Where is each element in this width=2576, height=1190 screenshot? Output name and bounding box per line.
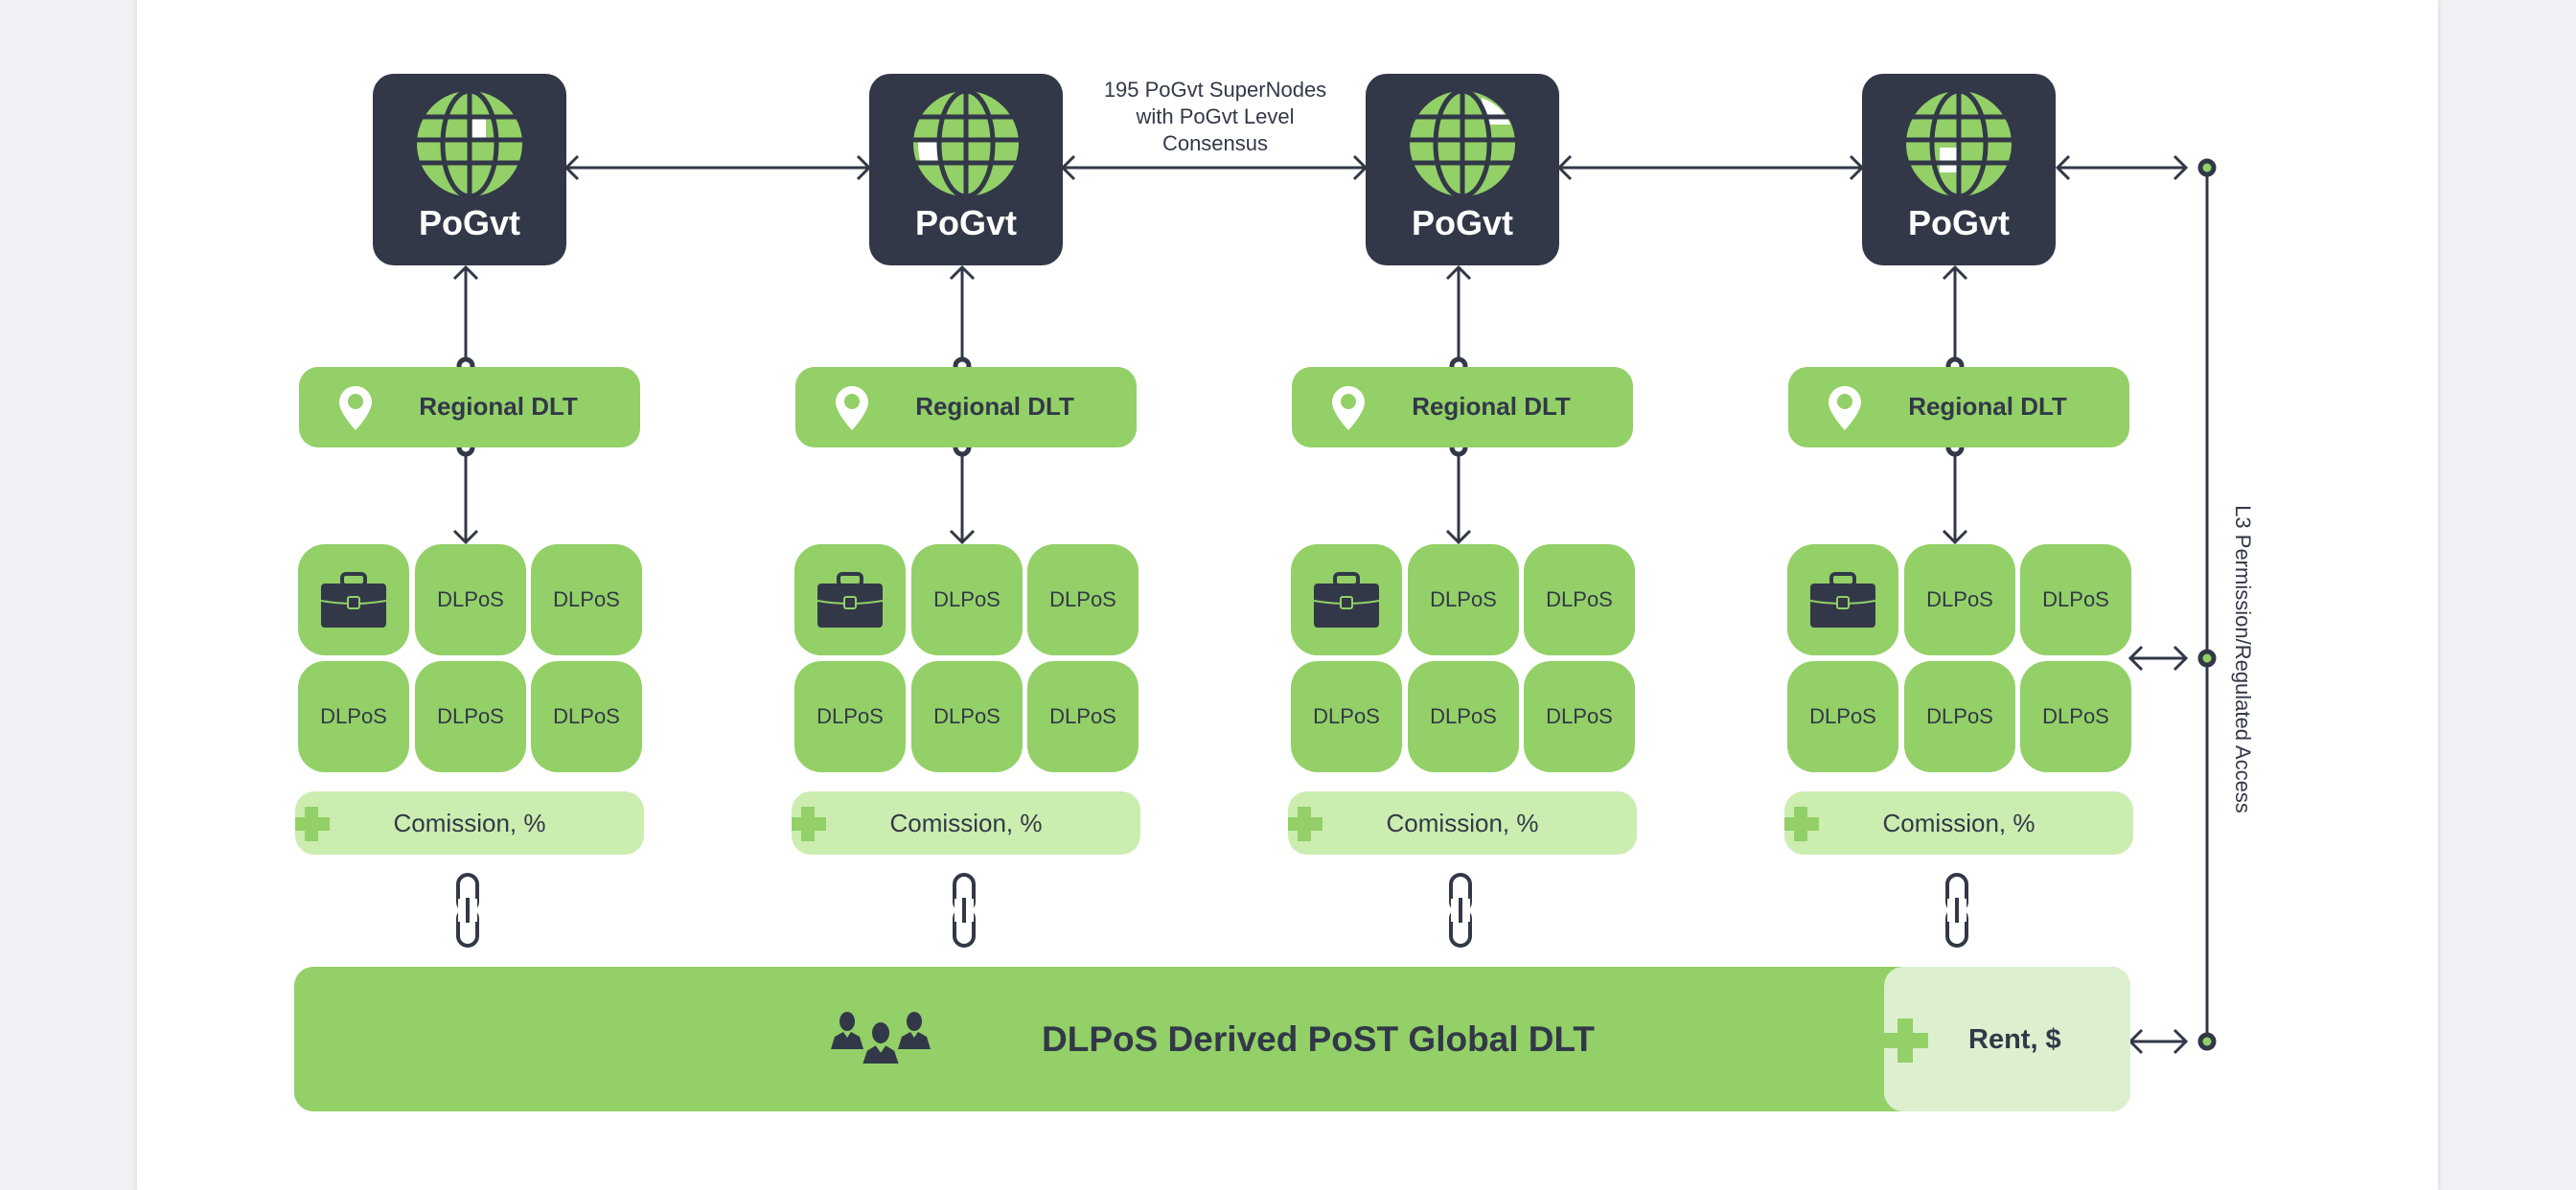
dlpos-cell: DLPoS	[911, 661, 1023, 772]
commission-label: Comission, %	[1882, 809, 2036, 837]
dlpos-cell: DLPoS	[531, 661, 642, 772]
chain-link-icon	[1944, 872, 1969, 953]
dlpos-cell: DLPoS	[415, 544, 526, 655]
map-pin-icon	[836, 386, 868, 430]
dlpos-cell: DLPoS	[531, 544, 642, 655]
arrowhead	[1445, 529, 1472, 545]
rent-label: Rent, $	[1968, 1024, 2061, 1055]
commission-label: Comission, %	[393, 809, 546, 837]
dlpos-cell: DLPoS	[1787, 661, 1898, 772]
connector-dot	[2197, 649, 2217, 668]
dlpos-cell: DLPoS	[1904, 661, 2015, 772]
node-label: PoGvt	[1411, 203, 1513, 242]
regional-dlt-label: Regional DLT	[1412, 392, 1571, 421]
pogvt-node: PoGvt	[869, 74, 1063, 265]
arrowhead	[1060, 154, 1076, 181]
dlpos-cell: DLPoS	[1027, 544, 1138, 655]
dlpos-cell: DLPoS	[2020, 661, 2131, 772]
pogvt-node: PoGvt	[1366, 74, 1559, 265]
node-label: PoGvt	[914, 203, 1017, 242]
arrowhead	[2128, 645, 2144, 672]
map-pin-icon	[339, 386, 372, 430]
chain-link-icon	[455, 872, 480, 953]
dlpos-cell: DLPoS	[794, 661, 906, 772]
arrowhead	[1942, 264, 1968, 281]
dlpos-cell: DLPoS	[1408, 544, 1519, 655]
map-pin-icon	[1828, 386, 1861, 430]
arrowhead	[1556, 154, 1573, 181]
arrowhead	[2128, 1028, 2144, 1055]
arrowhead	[949, 264, 976, 281]
arrowhead	[2173, 645, 2189, 672]
arrowhead	[452, 529, 479, 545]
consensus-note-line: 195 PoGvt SuperNodes	[1103, 78, 1327, 102]
commission-box: Comission, %	[792, 791, 1140, 855]
briefcase-icon	[321, 572, 386, 628]
arrowhead	[2055, 154, 2071, 181]
plus-icon	[1784, 807, 1819, 841]
dlpos-cell: DLPoS	[1291, 661, 1402, 772]
owner-cell	[794, 544, 906, 655]
dlpos-cell: DLPoS	[1408, 661, 1519, 772]
chain-link-icon	[1448, 872, 1473, 953]
owner-cell	[1787, 544, 1898, 655]
regional-dlt-label: Regional DLT	[915, 392, 1074, 421]
rent-box: Rent, $	[1884, 967, 2130, 1111]
dlpos-cell: DLPoS	[415, 661, 526, 772]
plus-icon	[295, 807, 330, 841]
arrowhead	[2173, 154, 2189, 181]
globe-icon	[912, 90, 1020, 197]
owner-cell	[298, 544, 409, 655]
arrowhead	[452, 264, 479, 281]
commission-label: Comission, %	[1386, 809, 1539, 837]
consensus-note: 195 PoGvt SuperNodes with PoGvt Level Co…	[1100, 77, 1330, 157]
regional-dlt-label: Regional DLT	[419, 392, 578, 421]
regional-dlt-box: Regional DLT	[299, 367, 640, 447]
commission-box: Comission, %	[1288, 791, 1637, 855]
consensus-note-line: Consensus	[1162, 131, 1269, 155]
plus-icon	[792, 807, 826, 841]
globe-icon	[1409, 90, 1516, 197]
dlpos-cell: DLPoS	[2020, 544, 2131, 655]
plus-icon	[1288, 807, 1322, 841]
arrowhead	[1445, 264, 1472, 281]
briefcase-icon	[1314, 572, 1379, 628]
global-dlt-label: DLPoS Derived PoST Global DLT	[1042, 1019, 1595, 1059]
node-label: PoGvt	[1907, 203, 2010, 242]
arrowhead	[1942, 529, 1968, 545]
regional-dlt-box: Regional DLT	[795, 367, 1137, 447]
briefcase-icon	[817, 572, 883, 628]
globe-icon	[416, 90, 523, 197]
connector-dot	[2197, 1032, 2217, 1051]
commission-box: Comission, %	[1784, 791, 2133, 855]
arrowhead	[564, 154, 580, 181]
side-access-label: L3 Permission/Regulated Access	[2231, 505, 2255, 813]
chain-link-icon	[952, 872, 977, 953]
regional-dlt-label: Regional DLT	[1908, 392, 2067, 421]
arrowhead	[949, 529, 976, 545]
pogvt-node: PoGvt	[1862, 74, 2056, 265]
node-label: PoGvt	[418, 203, 520, 242]
regional-dlt-box: Regional DLT	[1292, 367, 1633, 447]
plus-icon	[1884, 1018, 1928, 1063]
pogvt-node: PoGvt	[373, 74, 566, 265]
arrowhead	[2173, 1028, 2189, 1055]
briefcase-icon	[1810, 572, 1875, 628]
commission-label: Comission, %	[889, 809, 1043, 837]
regional-dlt-box: Regional DLT	[1788, 367, 2129, 447]
dlpos-cell: DLPoS	[1904, 544, 2015, 655]
consensus-note-line: with PoGvt Level	[1136, 104, 1295, 128]
connector-dot	[2197, 158, 2217, 177]
dlpos-cell: DLPoS	[1524, 544, 1635, 655]
globe-icon	[1905, 90, 2012, 197]
dlpos-cell: DLPoS	[298, 661, 409, 772]
owner-cell	[1291, 544, 1402, 655]
people-group-icon	[831, 1012, 931, 1065]
dlpos-cell: DLPoS	[1524, 661, 1635, 772]
commission-box: Comission, %	[295, 791, 644, 855]
dlpos-cell: DLPoS	[911, 544, 1023, 655]
dlpos-cell: DLPoS	[1027, 661, 1138, 772]
global-dlt-bar: DLPoS Derived PoST Global DLT Rent, $	[294, 967, 2130, 1111]
map-pin-icon	[1332, 386, 1365, 430]
